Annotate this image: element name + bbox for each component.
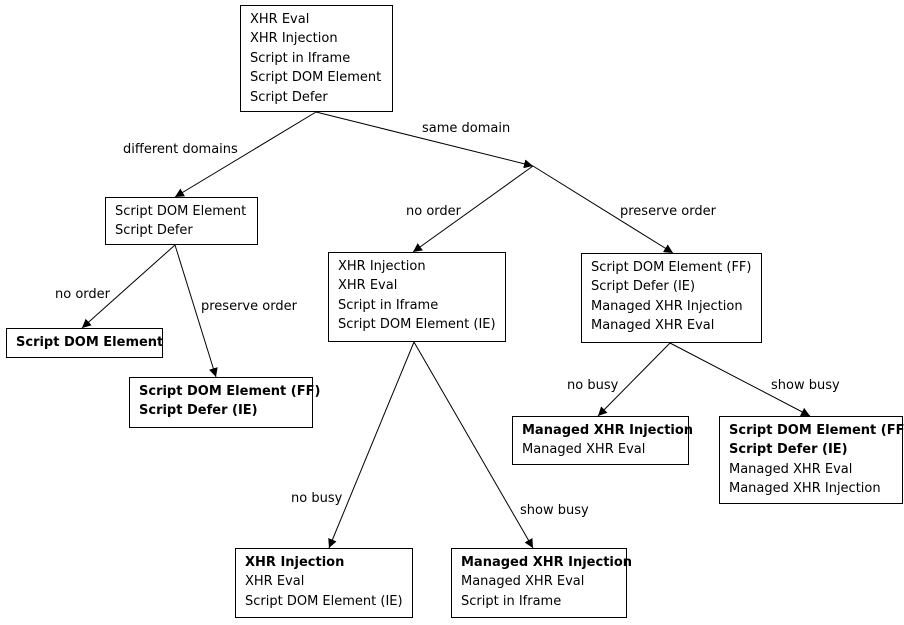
edge-label-same-preserve-order: preserve order	[620, 204, 716, 219]
edge-split-to-same-no-order	[412, 165, 534, 253]
node-same-preserve-order: Script DOM Element (FF) Script Defer (IE)…	[581, 253, 762, 343]
node-line: XHR Eval	[338, 278, 398, 294]
node-line: Managed XHR Injection	[461, 555, 633, 570]
node-line: XHR Injection	[250, 31, 338, 47]
node-line: Script Defer (IE)	[729, 442, 848, 458]
node-line: Script DOM Element (FF)	[729, 423, 904, 438]
node-line: Script Defer (IE)	[591, 279, 696, 295]
node-line: Script in Iframe	[461, 593, 562, 609]
node-line: Script Defer (IE)	[139, 403, 258, 419]
node-line: Script DOM Element (FF)	[139, 384, 321, 399]
node-line: Script DOM Element	[16, 335, 164, 350]
edge-same-no-order-to-show-busy	[413, 341, 534, 549]
edge-preserve-to-no-busy	[597, 342, 671, 417]
node-line: XHR Eval	[245, 574, 305, 590]
node-line: XHR Injection	[245, 555, 345, 570]
edge-label-diff-no-order: no order	[55, 287, 110, 302]
node-line: Managed XHR Eval	[729, 461, 853, 477]
node-line: Managed XHR Injection	[522, 423, 694, 438]
node-line: XHR Injection	[338, 259, 426, 274]
edge-label-preserve-show-busy: show busy	[771, 378, 840, 393]
node-line: Managed XHR Eval	[461, 574, 585, 590]
node-line: XHR Eval	[250, 12, 310, 27]
node-line: Script in Iframe	[338, 297, 439, 313]
edge-preserve-to-show-busy	[669, 342, 811, 417]
edge-root-to-diff-domains	[174, 111, 317, 198]
node-diff-no-order: Script DOM Element	[6, 328, 163, 358]
node-diff-preserve-order: Script DOM Element (FF) Script Defer (IE)	[129, 377, 321, 428]
node-line: Script Defer	[250, 89, 328, 105]
edge-same-no-order-to-no-busy	[328, 341, 415, 549]
node-line: Script DOM Element (FF)	[591, 260, 752, 275]
node-line: Script Defer	[115, 223, 193, 239]
node-line: Script DOM Element (IE)	[245, 593, 403, 609]
edge-label-no-order-show-busy: show busy	[520, 503, 589, 518]
node-line: Managed XHR Eval	[591, 318, 715, 334]
node-line: Managed XHR Injection	[591, 298, 743, 314]
node-line: Script DOM Element	[250, 70, 382, 86]
node-line: Managed XHR Eval	[522, 442, 646, 458]
edge-diff-to-no-order	[81, 244, 176, 329]
edge-split-to-same-preserve	[532, 165, 674, 254]
edge-label-preserve-no-busy: no busy	[567, 378, 619, 393]
edge-label-diff-preserve-order: preserve order	[201, 299, 297, 314]
edge-root-to-same-domain-split	[315, 111, 534, 169]
node-line: Script DOM Element	[115, 204, 247, 219]
edge-label-different-domains: different domains	[123, 142, 238, 157]
node-preserve-show-busy: Script DOM Element (FF) Script Defer (IE)…	[719, 416, 904, 504]
edge-label-same-domain: same domain	[422, 121, 511, 136]
edge-label-same-no-order: no order	[406, 204, 461, 219]
edge-diff-to-preserve	[174, 244, 218, 378]
node-line: Script in Iframe	[250, 50, 351, 66]
node-line: Managed XHR Injection	[729, 481, 881, 497]
edge-label-no-order-no-busy: no busy	[291, 491, 343, 506]
node-line: Script DOM Element (IE)	[338, 317, 496, 333]
